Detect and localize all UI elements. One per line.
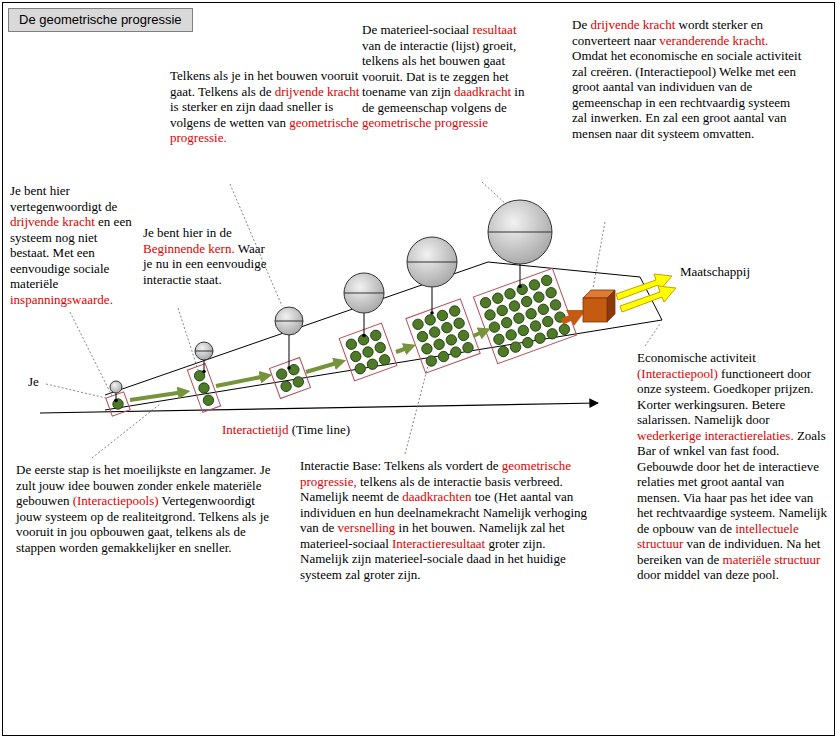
society-arrows [616,274,676,312]
callout-text: Je bent hier in de Beginnende kern. Waar… [143,225,271,287]
result-circles [110,200,552,402]
timeline-label: Interactietijd (Time line) [222,422,350,438]
outer-frame [3,3,835,736]
brown-arrow [562,314,578,322]
callout-text: De drijvende kracht wordt sterker en con… [572,17,804,141]
time-arrow [40,403,598,413]
society-label: Maatschappij [680,264,750,280]
title-box: De geometrische progressie [8,8,193,32]
callout-text: Economische activiteit (Interactiepool) … [637,350,829,583]
interaction-bases [106,268,577,416]
callout-text: Telkens als je in het bouwen vooruit gaa… [170,68,360,146]
wedge [105,262,662,410]
leader-lines [46,182,660,458]
callout-text: De eerste stap is het moeilijkste en lan… [16,462,278,555]
interaction-pool-cube [583,290,615,322]
callout-text: De materieel-sociaal resultaat van de in… [362,22,530,131]
you-label: Je [28,374,39,390]
title-text: De geometrische progressie [19,12,182,28]
callout-text: Interactie Base: Telkens als vordert de … [300,458,592,582]
callout-text: Je bent hier vertegenwoordigt de drijven… [10,183,132,307]
growth-arrows [130,331,485,400]
